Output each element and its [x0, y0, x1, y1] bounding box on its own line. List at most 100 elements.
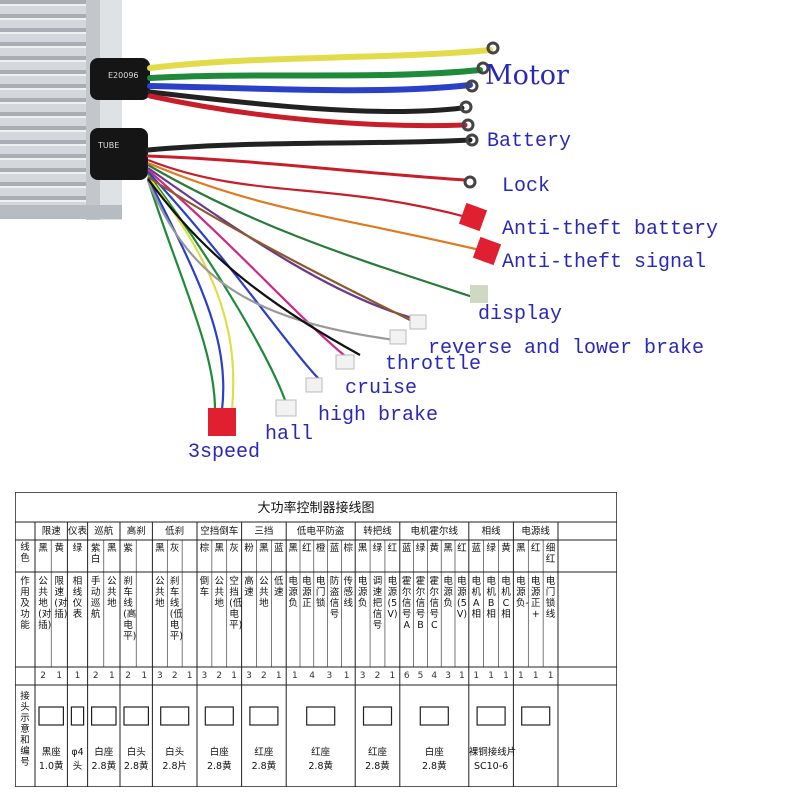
pin-number: 1	[532, 671, 539, 681]
connector-type: 黑座	[41, 747, 61, 758]
pin-number: 4	[431, 671, 438, 681]
wire-color: 紫	[123, 543, 133, 554]
wire-color: 灰	[229, 543, 239, 554]
connector-type: φ4	[71, 747, 84, 758]
connector-diagram-icon	[123, 706, 149, 726]
connector-spec: 2.8黄	[123, 761, 149, 772]
connector-diagram-icon	[204, 706, 234, 726]
connector-diagram-icon	[306, 706, 336, 726]
connector-spec: 2.8片	[162, 761, 187, 772]
wire-color: 蓝	[329, 543, 340, 554]
wire-color: 红	[530, 543, 541, 554]
connector-spec: 2.8黄	[421, 761, 447, 772]
label-cruise: cruise	[345, 377, 418, 400]
connector-type: 白座	[424, 747, 444, 758]
wire-color: 黄	[429, 543, 440, 554]
wire-function: 传感线	[343, 576, 354, 609]
group-header: 高刹	[126, 526, 146, 537]
wire-function: 刹车线(高电平)	[123, 576, 137, 642]
label-hall: hall	[265, 423, 314, 446]
wire-color: 黑	[357, 543, 368, 554]
wire-color: 橙	[315, 543, 326, 554]
pin-number: 6	[403, 671, 410, 681]
connector-spec: 2.8黄	[308, 761, 333, 772]
wire-function: 电源负	[443, 576, 453, 609]
wire-color: 蓝	[471, 543, 481, 554]
group-header: 电源线	[521, 526, 550, 537]
wire-function: 霍尔信号B	[415, 576, 426, 631]
wiring-table: 大功率控制器接线图 线色作用及功能接头示意和编号限速黑公共地(对插)黄限速(对插…	[15, 492, 617, 787]
power-wires	[145, 47, 493, 182]
label-antitheft-signal: Anti-theft signal	[502, 251, 707, 274]
pin-number: 4	[309, 671, 315, 681]
wire-function: 电源负	[288, 576, 298, 609]
wire-color: 红	[387, 543, 398, 554]
wire-function: 相线仪表	[72, 576, 83, 620]
wire-color: 紫白	[90, 543, 101, 565]
pin-number: 2	[40, 671, 46, 681]
wire-color: 黑	[259, 543, 269, 554]
label-battery: Battery	[487, 130, 572, 153]
connector-diagram-icon	[419, 706, 449, 726]
wire-function: 电源(5V)	[456, 576, 468, 620]
connector-type: 白座	[209, 747, 229, 758]
pin-number: 3	[445, 671, 451, 681]
connector-diagram-icon	[476, 706, 506, 726]
wire-function: 电机A相	[471, 576, 481, 620]
connector-diagram-icon	[362, 706, 393, 726]
wire-function: 刹车线(低电平)	[169, 576, 183, 642]
pin-number: 1	[231, 671, 238, 681]
wire-color: 蓝	[274, 543, 284, 554]
wire-color: 红	[302, 543, 312, 554]
pin-number: 1	[503, 671, 509, 681]
pin-number: 1	[459, 671, 465, 681]
label-reverse-lower-brake: reverse and lower brake	[428, 337, 705, 360]
row-header-connector: 接头示意和编号	[20, 691, 30, 768]
pin-number: 3	[246, 671, 252, 681]
signal-wires	[146, 158, 483, 411]
wire-function: 调速把信号	[372, 576, 383, 631]
wire-color: 绿	[415, 543, 426, 554]
connector-diagram-icon	[38, 706, 64, 726]
pin-number: 2	[125, 671, 131, 681]
pin-number: 1	[517, 671, 524, 681]
group-header: 空挡倒车	[200, 526, 239, 537]
connector-spec: 2.8黄	[251, 761, 277, 772]
connector-type: 白头	[126, 747, 146, 758]
wire-function: 电源负	[357, 576, 368, 609]
wire-color: 黑	[443, 543, 453, 554]
pin-number: 1	[343, 671, 350, 681]
pin-number: 3	[326, 671, 333, 681]
pin-number: 2	[171, 671, 178, 681]
wire-function: 霍尔信号A	[401, 576, 412, 631]
pin-number: 1	[275, 671, 282, 681]
wire-function: 公共地(对插)	[38, 576, 52, 631]
controller-housing	[0, 0, 122, 220]
wire-color: 灰	[169, 543, 180, 554]
row-header-function: 作用及功能	[20, 576, 30, 631]
wiring-table-grid: 大功率控制器接线图	[15, 492, 617, 787]
label-throttle: throttle	[385, 353, 482, 376]
wire-function: 电源(5V)	[387, 576, 398, 620]
pin-number: 1	[109, 671, 115, 681]
connector-spec: 2.8黄	[206, 761, 232, 772]
pin-number: 1	[56, 671, 63, 681]
pin-number: 1	[74, 671, 81, 681]
wire-color: 棕	[343, 543, 354, 554]
wire-function: 电源负-	[515, 576, 529, 609]
wire-function: 电机B相	[486, 576, 496, 620]
wire-color: 细红	[545, 543, 556, 565]
grommet-marking-bottom: TUBE	[97, 141, 119, 150]
wire-function: 空挡(低电平)	[229, 576, 243, 631]
connector-type: 白头	[165, 747, 185, 758]
wire-function: 电源正	[302, 576, 312, 609]
pin-number: 3	[201, 671, 208, 681]
row-header-color: 线色	[20, 542, 30, 564]
wire-color: 绿	[372, 543, 383, 554]
pin-number: 3	[359, 671, 366, 681]
pin-number: 2	[92, 671, 99, 681]
label-motor: Motor	[485, 60, 569, 91]
wire-function: 低速	[274, 576, 284, 598]
label-3speed: 3speed	[188, 441, 261, 464]
group-header: 限速	[41, 526, 61, 537]
